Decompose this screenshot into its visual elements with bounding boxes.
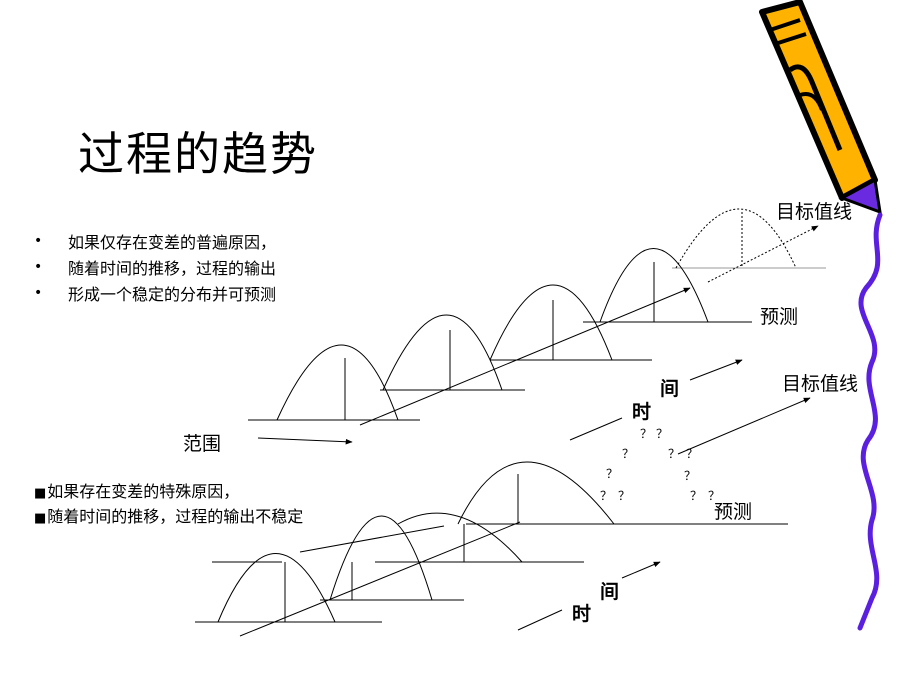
bullet-item: 如果仅存在变差的普遍原因，	[34, 228, 276, 256]
question-mark: ？	[668, 447, 680, 461]
unstable-process-diagram: ？ ？ ？ ？ ？ ？ ？ ？ ？ ？ ？ 目标值线 预测 间 时	[195, 373, 858, 637]
time-arrow-head	[621, 561, 661, 579]
question-mark: ？	[690, 489, 702, 503]
question-mark: ？	[606, 467, 618, 481]
time-label: 间	[660, 378, 679, 400]
time-label: 时	[572, 603, 591, 625]
time-label: 间	[600, 581, 619, 603]
question-mark: ？	[656, 427, 668, 441]
question-mark: ？	[622, 447, 634, 461]
time-arrow-tail	[517, 609, 563, 631]
target-line-label: 目标值线	[776, 201, 852, 223]
distribution-curve-predicted	[675, 208, 797, 269]
range-arrow	[257, 437, 353, 445]
question-mark: ？	[618, 489, 630, 503]
distribution-curve	[457, 461, 615, 525]
special-cause-bullets: 如果存在变差的特殊原因， 随着时间的推移，过程的输出不稳定	[34, 480, 303, 530]
trend-line	[299, 525, 445, 553]
stable-process-diagram: 目标值线 预测 范围 间 时	[183, 201, 852, 455]
target-line-label: 目标值线	[782, 373, 858, 395]
question-mark: ？	[708, 489, 720, 503]
time-label: 时	[632, 401, 651, 423]
prediction-label: 预测	[760, 306, 798, 328]
trend-line-diverging	[677, 397, 811, 455]
trend-line	[359, 287, 691, 426]
distribution-curve	[599, 248, 709, 323]
bullet-item: 随着时间的推移，过程的输出	[34, 254, 276, 282]
distribution-curve	[382, 314, 503, 391]
prediction-label: 预测	[714, 501, 752, 523]
question-mark: ？	[600, 489, 612, 503]
question-mark: ？	[684, 469, 696, 483]
common-cause-bullets: 如果仅存在变差的普遍原因， 随着时间的推移，过程的输出 形成一个稳定的分布并可预…	[34, 228, 276, 308]
pencil-icon	[759, 0, 882, 215]
question-mark: ？	[686, 447, 698, 461]
distribution-curve	[217, 553, 336, 623]
range-label: 范围	[183, 433, 221, 455]
bullet-item: 随着时间的推移，过程的输出不稳定	[34, 505, 303, 530]
question-mark: ？	[640, 427, 652, 441]
distribution-curve	[329, 515, 433, 601]
distribution-curve	[276, 344, 399, 421]
time-arrow-tail	[569, 417, 623, 441]
wavy-decoration	[857, 212, 883, 631]
trend-line-predicted	[707, 225, 819, 283]
distribution-curve	[397, 512, 523, 563]
bullet-item: 形成一个稳定的分布并可预测	[34, 280, 276, 308]
bullet-item: 如果存在变差的特殊原因，	[34, 480, 303, 505]
slide-title: 过程的趋势	[78, 127, 318, 181]
time-arrow-head	[689, 359, 743, 381]
trend-line	[239, 521, 521, 637]
